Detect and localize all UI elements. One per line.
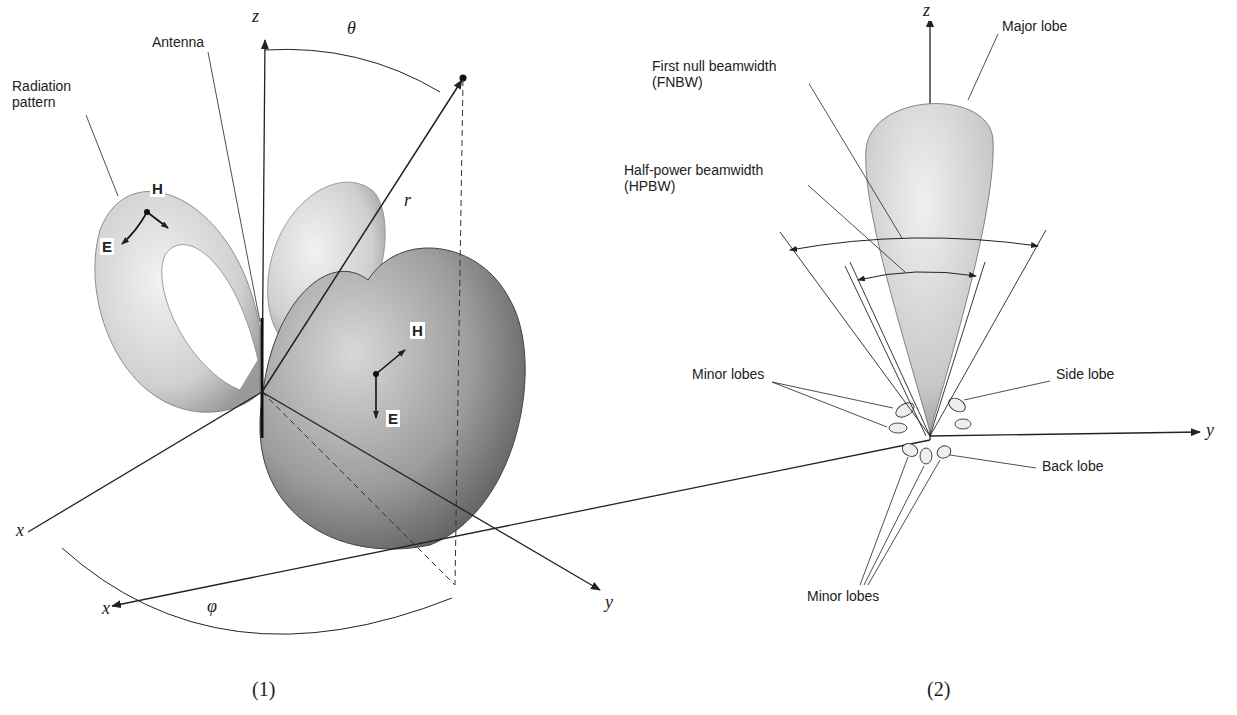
axis-label: z [921, 0, 932, 21]
field-label: H [410, 322, 425, 339]
callout-label: First null beamwidth (FNBW) [650, 58, 809, 90]
vector-label: r [402, 190, 413, 211]
callout-label: Half-power beamwidth (HPBW) [622, 162, 808, 194]
callout-label: Back lobe [1040, 458, 1105, 474]
figure-number: (1) [250, 678, 277, 701]
field-label: E [386, 410, 400, 427]
axis-label: x [100, 598, 112, 619]
field-label: H [150, 180, 165, 197]
callout-label: Minor lobes [690, 366, 766, 382]
axis-label: y [1204, 420, 1216, 441]
angle-label: θ [345, 18, 358, 39]
callout-label: Side lobe [1054, 366, 1116, 382]
callout-label: Minor lobes [805, 588, 881, 604]
axis-label: y [603, 592, 615, 613]
field-label: E [100, 238, 114, 255]
axis-label: z [250, 6, 261, 27]
part-label: Radiation pattern [10, 78, 92, 110]
axis-label: x [14, 520, 26, 541]
part-label: Antenna [150, 34, 206, 50]
figure-number: (2) [925, 678, 952, 701]
angle-label: φ [205, 596, 219, 617]
callout-label: Major lobe [1000, 18, 1069, 34]
